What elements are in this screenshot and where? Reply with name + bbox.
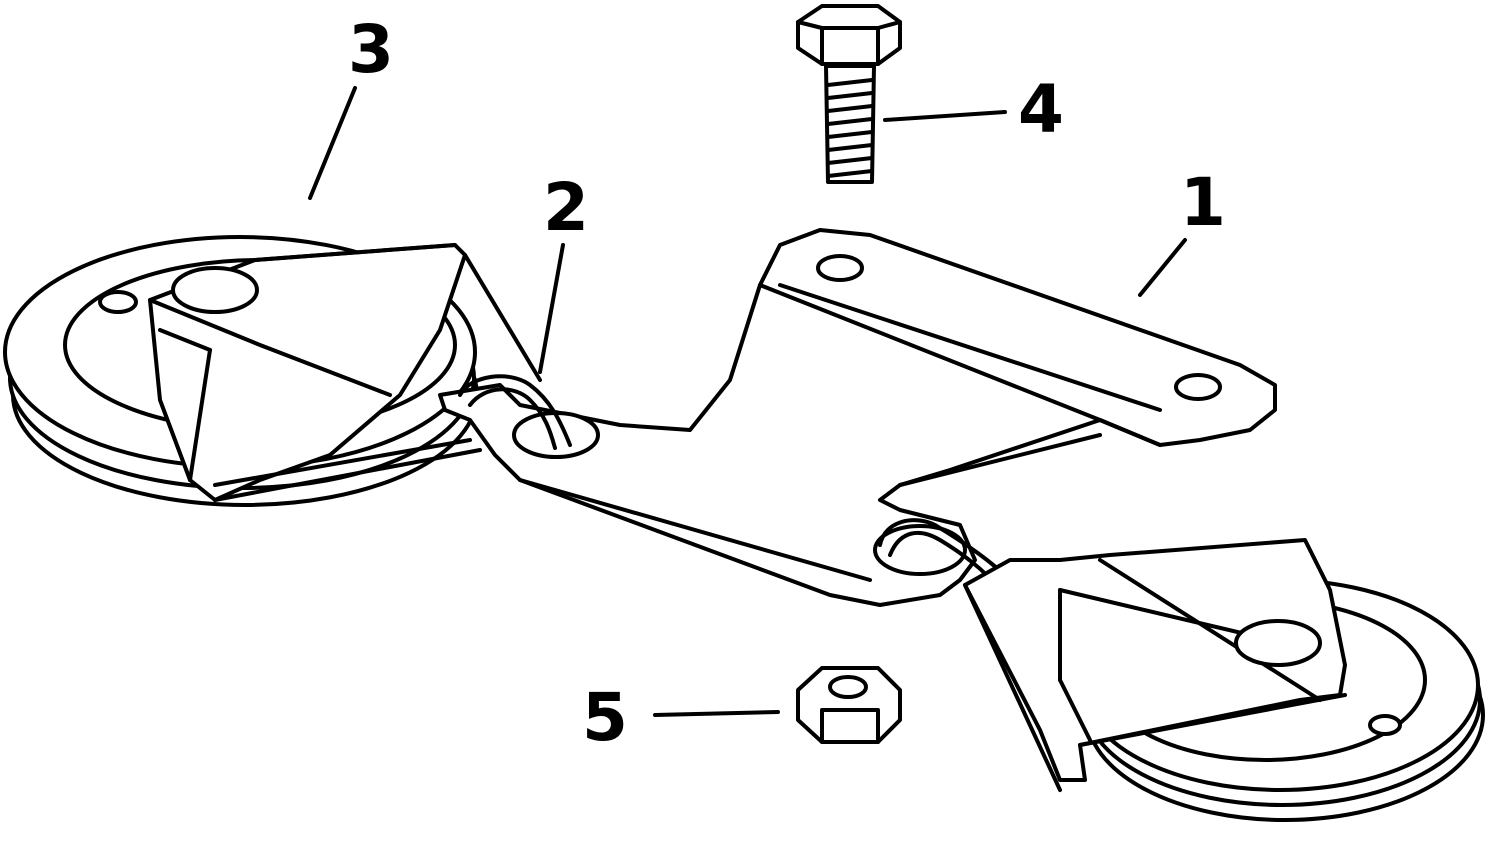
callout-3: 3 <box>348 11 394 88</box>
leader-3 <box>308 86 357 200</box>
leader-2 <box>538 243 565 374</box>
bracket-hole-right <box>1174 373 1222 401</box>
pulley-left-hole <box>98 290 138 314</box>
housing-left-bore <box>171 266 259 314</box>
callouts: 1 2 3 4 5 <box>348 11 1226 756</box>
bracket-hole-upper <box>816 254 864 282</box>
leader-5 <box>653 710 780 717</box>
callout-5: 5 <box>582 679 628 756</box>
leader-lines <box>308 86 1187 717</box>
leader-4 <box>883 110 1007 122</box>
housing-right-bore <box>1234 619 1322 667</box>
bolt <box>796 4 902 184</box>
callout-4: 4 <box>1018 71 1064 148</box>
leader-1 <box>1138 238 1187 297</box>
bracket-hole-left <box>512 411 600 459</box>
pulley-right-hole <box>1368 714 1402 736</box>
hook-left <box>458 374 572 450</box>
bracket-hole-lower <box>873 524 967 576</box>
housing-left <box>148 243 542 502</box>
callout-1: 1 <box>1180 164 1226 241</box>
callout-2: 2 <box>543 169 589 246</box>
nut <box>796 666 902 744</box>
bracket <box>438 228 1277 607</box>
housing-right <box>963 538 1347 792</box>
